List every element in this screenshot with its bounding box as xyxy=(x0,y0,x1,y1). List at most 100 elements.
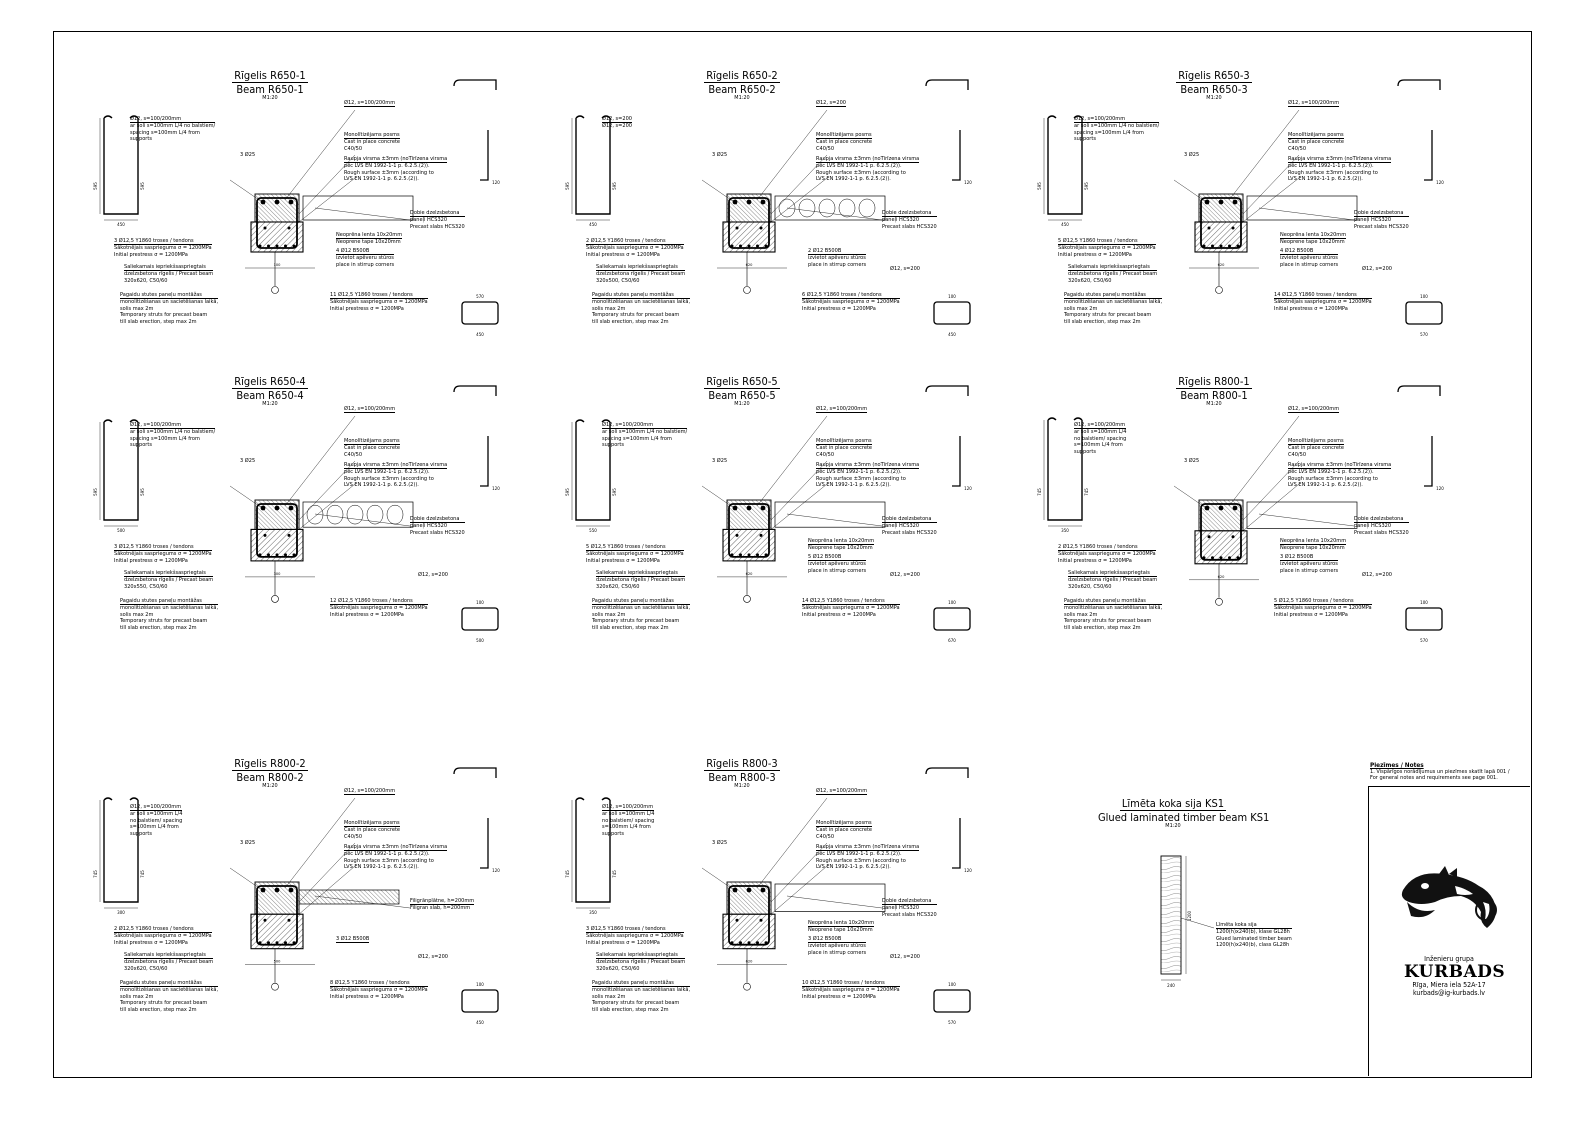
leader-line xyxy=(229,867,266,893)
dimension-label: 100 xyxy=(1420,600,1428,605)
u-stirrup-shape xyxy=(575,797,611,903)
beam-stirrup xyxy=(728,503,770,558)
temporary-struts-note-line: Pagaidu stutes paneļu montāžas xyxy=(120,292,219,300)
tendon-circle xyxy=(1228,244,1231,248)
slab-note-line: Dobie dzelzsbetona xyxy=(882,898,937,906)
monolith-note-line: C40/50 xyxy=(344,451,363,458)
temporary-struts-note-line: till slab erection, step max 2m xyxy=(592,318,669,325)
slab-void xyxy=(346,504,364,525)
stirrup-note-line: Ø12, s=100/200mm xyxy=(1074,422,1127,430)
stirrup-top-note: Ø12, s=100/200mm xyxy=(1288,100,1340,108)
tendon-circle xyxy=(759,918,763,922)
timber-label-line: Glued laminated timber beam xyxy=(1216,935,1292,942)
tendon-circle xyxy=(739,244,742,248)
slab-void xyxy=(818,198,836,218)
neoprene-note-line: Neoprēna lenta 10x20mm xyxy=(808,920,875,928)
stirrup-top-note-line: Ø12, s=200 xyxy=(816,100,847,108)
rough-surface-note-line: Raupja virsma ±3mm (noTīrīzena virsma xyxy=(816,844,920,852)
dimension-label: 570 xyxy=(476,294,484,299)
stirrup-note-line: s=100mm L/4 from xyxy=(1074,442,1123,449)
leader-line xyxy=(756,109,828,201)
detail-title-en: Beam R800-1 xyxy=(1180,389,1248,402)
corner-bars-note-line: 3 Ø12 B500B xyxy=(336,936,370,944)
monolith-note-line: Cast in place concrete xyxy=(344,827,401,834)
tendon-circle xyxy=(1236,556,1240,560)
u-stirrup-shape xyxy=(103,115,139,215)
leader-line xyxy=(756,797,828,889)
hollow-core-slab xyxy=(1246,195,1358,221)
extra-bar-label-line: Ø12, s=200 xyxy=(418,954,449,960)
dimension-label: 450 xyxy=(948,332,956,337)
dimension-label: 745 xyxy=(565,870,570,878)
temporary-struts-note-line: Temporary struts for precast beam xyxy=(120,1000,208,1007)
dimension-label: 350 xyxy=(1061,528,1069,533)
tendons-top-note-line: 5 Ø12,5 Y1860 troses / tendons xyxy=(1058,238,1156,246)
tendon-circle xyxy=(258,244,262,248)
top-bars-label-line: 3 Ø25 xyxy=(1184,458,1200,464)
leader-line xyxy=(229,179,266,205)
tendon-circle xyxy=(275,941,279,945)
support-marker xyxy=(1215,286,1223,294)
temporary-struts-note-line: monolitizēšanas un sacietēšanas laikā, xyxy=(1064,605,1163,612)
leader-line xyxy=(298,865,356,915)
tendon-circle xyxy=(1236,244,1240,248)
leader-line xyxy=(298,460,356,521)
extra-bar-label: Ø12, s=200 xyxy=(890,266,920,272)
dimension-label: 350 xyxy=(589,910,597,915)
tendons-bottom-note-line: Sākotnējais saspriegums σ = 1200MPa xyxy=(802,987,900,994)
dimension-label: 595 xyxy=(140,488,145,496)
dimension-label: 595 xyxy=(612,182,617,190)
stirrup-note-line: Ø12, s=100/200mm xyxy=(602,422,688,430)
stirrup-note-line: supports xyxy=(1074,136,1096,143)
tendons-bottom-note-line: 11 Ø12,5 Y1860 troses / tendons xyxy=(330,292,428,300)
rough-surface-note-line: Raupja virsma ±3mm (noTīrīzena virsma xyxy=(816,462,920,470)
leader-line xyxy=(298,177,356,223)
sheet-notes: Piezīmes / Notes 1. Vispārīgos norādījum… xyxy=(1370,762,1528,782)
monolith-note-line: Cast in place concrete xyxy=(344,445,401,452)
stirrup-top-note-line: Ø12, s=100/200mm xyxy=(344,406,396,414)
dimension-label: 570 xyxy=(948,1020,956,1025)
top-rebar-circle xyxy=(260,199,266,205)
timber-scale: M1:20 xyxy=(1165,823,1181,829)
tendon-circle xyxy=(1202,556,1206,560)
tendons-bottom-note-line: Initial prestress σ = 1200MPa xyxy=(802,611,876,618)
top-rebar-circle xyxy=(746,887,752,893)
leader-line xyxy=(770,177,828,223)
top-bars-label: 3 Ø25 xyxy=(240,152,255,158)
tendon-circle xyxy=(267,244,270,248)
tendon-circle xyxy=(747,244,751,248)
tendon-circle xyxy=(287,226,291,230)
stirrup-note-line: supports xyxy=(130,136,152,143)
kurbads-logo-icon xyxy=(1401,866,1497,928)
slab-note-line: Dobie dzelzsbetona xyxy=(410,516,465,524)
cast-in-place-zone xyxy=(726,881,772,915)
rough-surface-note-line: LVS EN 1992-1-1 p. 6.2.5.(2)). xyxy=(816,482,891,489)
tendons-top-note-line: Sākotnējais saspriegums σ = 1200MPa xyxy=(586,551,684,558)
temporary-struts-note-line: solis max 2m xyxy=(120,993,154,1000)
leader-line xyxy=(1228,415,1300,507)
stirrup-note-line: Ø12, s=200 xyxy=(602,116,633,124)
tendons-bottom-note-line: 5 Ø12,5 Y1860 troses / tendons xyxy=(1274,598,1372,606)
closed-stirrup-shape xyxy=(933,301,971,325)
stirrup-note-line: Ø12, s=100/200mm xyxy=(602,804,655,812)
dimension-label: 120 xyxy=(964,486,972,491)
monolith-note-line: C40/50 xyxy=(344,145,363,152)
slab-void xyxy=(386,504,404,525)
monolith-note-line: C40/50 xyxy=(1288,451,1307,458)
tendons-top-note-line: Initial prestress σ = 1200MPa xyxy=(114,251,188,258)
